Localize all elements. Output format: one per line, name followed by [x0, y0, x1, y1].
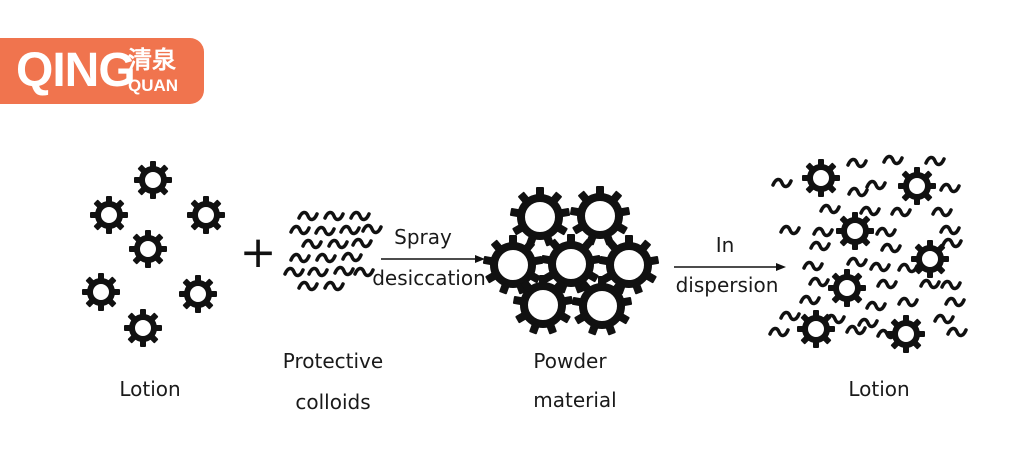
- arrow-in-dispersion: [674, 263, 786, 271]
- label-powder: Powder: [533, 349, 607, 373]
- label-spray: Spray: [394, 225, 452, 249]
- label-in: In: [715, 233, 735, 257]
- label-protective-colloids-line2: colloids: [295, 390, 371, 414]
- label-material: material: [533, 388, 617, 412]
- lotion-particles-left: [82, 161, 225, 347]
- arrow-spray-desiccation: [381, 255, 485, 263]
- logo-sub-text: QUAN: [128, 76, 179, 95]
- logo-chinese-text: 清泉: [128, 46, 176, 74]
- label-desiccation: desiccation: [372, 266, 486, 290]
- qingquan-logo: QING 清泉 QUAN: [0, 38, 204, 104]
- label-lotion-right: Lotion: [848, 377, 910, 401]
- lotion-particles-right: [768, 154, 968, 353]
- powder-material-cluster: [483, 186, 659, 336]
- label-dispersion: dispersion: [675, 273, 779, 297]
- label-protective-colloids-line1: Protective: [282, 349, 384, 373]
- label-lotion-left: Lotion: [119, 377, 181, 401]
- logo-latin-text: QING: [16, 44, 136, 97]
- plus-sign: +: [240, 227, 277, 278]
